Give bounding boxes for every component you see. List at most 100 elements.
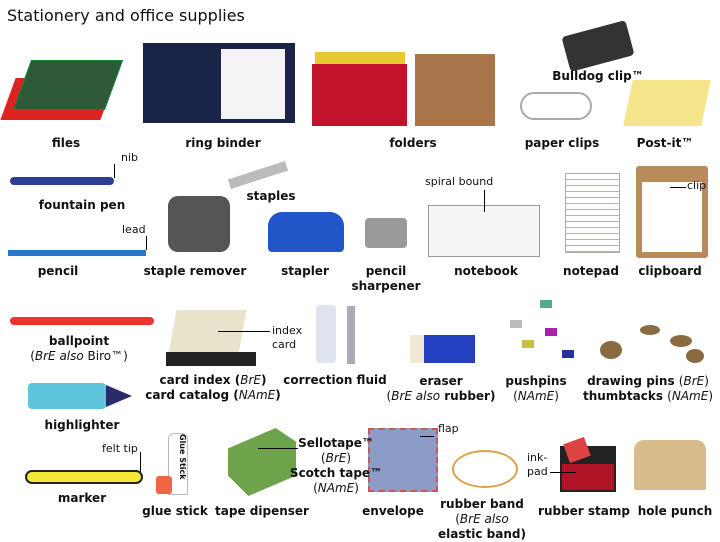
hole-punch-image xyxy=(634,440,706,490)
glue-stick-cap xyxy=(156,476,172,494)
label-note: BrE also xyxy=(459,512,509,526)
label-line: card index xyxy=(159,373,231,387)
label-glue-stick: glue stick xyxy=(142,504,208,518)
card-index-image xyxy=(162,300,258,366)
label-line: Sellotape™ xyxy=(298,436,374,450)
label-line: Scotch tape™ xyxy=(289,466,383,480)
label-line: drawing pins xyxy=(587,374,675,388)
label-tag: NAmE xyxy=(671,389,709,403)
label-envelope: envelope xyxy=(362,504,424,518)
callout-clip: clip xyxy=(687,179,707,192)
label-line: sharpener xyxy=(351,279,421,293)
stapler-image xyxy=(268,212,344,252)
paren: ( xyxy=(30,349,35,363)
label-marker: marker xyxy=(57,491,107,505)
eraser-image xyxy=(410,335,475,363)
label-eraser: eraser (BrE also rubber) xyxy=(387,374,496,404)
label-ballpoint: ballpoint (BrE also Biro™) xyxy=(30,334,128,364)
label-tag: NAmE xyxy=(238,388,276,402)
callout-spiral-bound: spiral bound xyxy=(425,175,494,188)
post-it-image xyxy=(623,80,711,126)
label-drawing-pins: drawing pins (BrE)thumbtacks (NAmE) xyxy=(582,374,714,403)
label-correction-fluid: correction fluid xyxy=(283,373,387,387)
label-line: pad xyxy=(527,465,548,478)
correction-fluid-image xyxy=(316,305,336,363)
label-card-index: card index (BrE)card catalog (NAmE) xyxy=(145,373,281,402)
label-hole-punch: hole punch xyxy=(637,504,713,518)
folders-image xyxy=(310,50,495,128)
label-rubber-stamp: rubber stamp xyxy=(538,504,630,518)
label-sellotape: Sellotape™(BrE)Scotch tape™(NAmE) xyxy=(289,436,383,495)
label-bulldog-clip: Bulldog clip™ xyxy=(552,69,644,83)
files-image xyxy=(0,60,124,122)
label-pencil: pencil xyxy=(37,264,79,278)
label-fountain-pen: fountain pen xyxy=(38,198,126,212)
callout-lead: lead xyxy=(122,223,146,236)
label-tag: BrE xyxy=(683,374,705,388)
staples-image xyxy=(227,160,289,190)
label-files: files xyxy=(51,136,81,150)
label-notebook: notebook xyxy=(454,264,518,278)
label-line: eraser xyxy=(419,374,463,388)
label-alt: rubber) xyxy=(440,389,496,403)
label-line: rubber band xyxy=(440,497,524,511)
bulldog-clip-image xyxy=(561,20,635,72)
label-notepad: notepad xyxy=(563,264,619,278)
pencil-sharpener-image xyxy=(365,218,407,248)
fountain-pen-image xyxy=(10,177,114,185)
label-line: ink- xyxy=(527,451,548,464)
clipboard-image xyxy=(636,166,708,258)
label-line: pencil xyxy=(365,264,407,278)
notebook-image xyxy=(428,205,540,257)
ballpoint-image xyxy=(10,317,154,325)
label-line: pushpins xyxy=(505,374,567,388)
label-line: thumbtacks xyxy=(582,389,663,403)
envelope-image xyxy=(368,428,438,492)
label-ring-binder: ring binder xyxy=(185,136,261,150)
pencil-image xyxy=(8,250,146,256)
highlighter-image xyxy=(28,383,132,409)
label-line: card catalog xyxy=(145,388,230,402)
label-tape-dispenser: tape dipenser xyxy=(215,504,309,518)
page-title: Stationery and office supplies xyxy=(7,6,245,25)
label-paper-clips: paper clips xyxy=(524,136,600,150)
label-tag: NAmE xyxy=(317,481,355,495)
label-stapler: stapler xyxy=(281,264,329,278)
tape-dispenser-image xyxy=(228,428,296,496)
label-highlighter: highlighter xyxy=(44,418,120,432)
paren: ( xyxy=(386,389,392,403)
label-line: card xyxy=(272,338,297,351)
correction-brush-image xyxy=(347,306,355,364)
label-staples: staples xyxy=(246,189,296,203)
glue-stick-image: Glue Stick xyxy=(168,433,188,495)
label-tag: NAmE xyxy=(517,389,555,403)
pushpins-image xyxy=(500,300,580,362)
paper-clips-image xyxy=(520,92,592,120)
label-tag: BrE xyxy=(325,451,347,465)
label-folders: folders xyxy=(389,136,437,150)
rubber-band-image xyxy=(452,450,518,488)
label-note: BrE also xyxy=(34,349,84,363)
label-post-it: Post-it™ xyxy=(636,136,694,150)
label-alt: Biro™) xyxy=(83,349,128,363)
ring-binder-image xyxy=(143,43,295,123)
label-tag: BrE xyxy=(240,373,261,387)
label-staple-remover: staple remover xyxy=(143,264,247,278)
label-clipboard: clipboard xyxy=(638,264,702,278)
staple-remover-image xyxy=(168,196,230,252)
glue-stick-print: Glue Stick xyxy=(178,434,187,480)
label-line: elastic band) xyxy=(438,527,526,541)
label-line: ballpoint xyxy=(48,334,110,348)
drawing-pins-image xyxy=(600,325,710,365)
notepad-image xyxy=(565,173,620,253)
label-note: BrE also xyxy=(391,389,441,403)
callout-nib: nib xyxy=(121,151,139,164)
callout-ink-pad: ink-pad xyxy=(527,451,548,479)
callout-felt-tip: felt tip xyxy=(102,442,138,455)
callout-flap: flap xyxy=(438,422,459,435)
label-pushpins: pushpins(NAmE) xyxy=(505,374,567,403)
marker-image xyxy=(25,470,143,484)
